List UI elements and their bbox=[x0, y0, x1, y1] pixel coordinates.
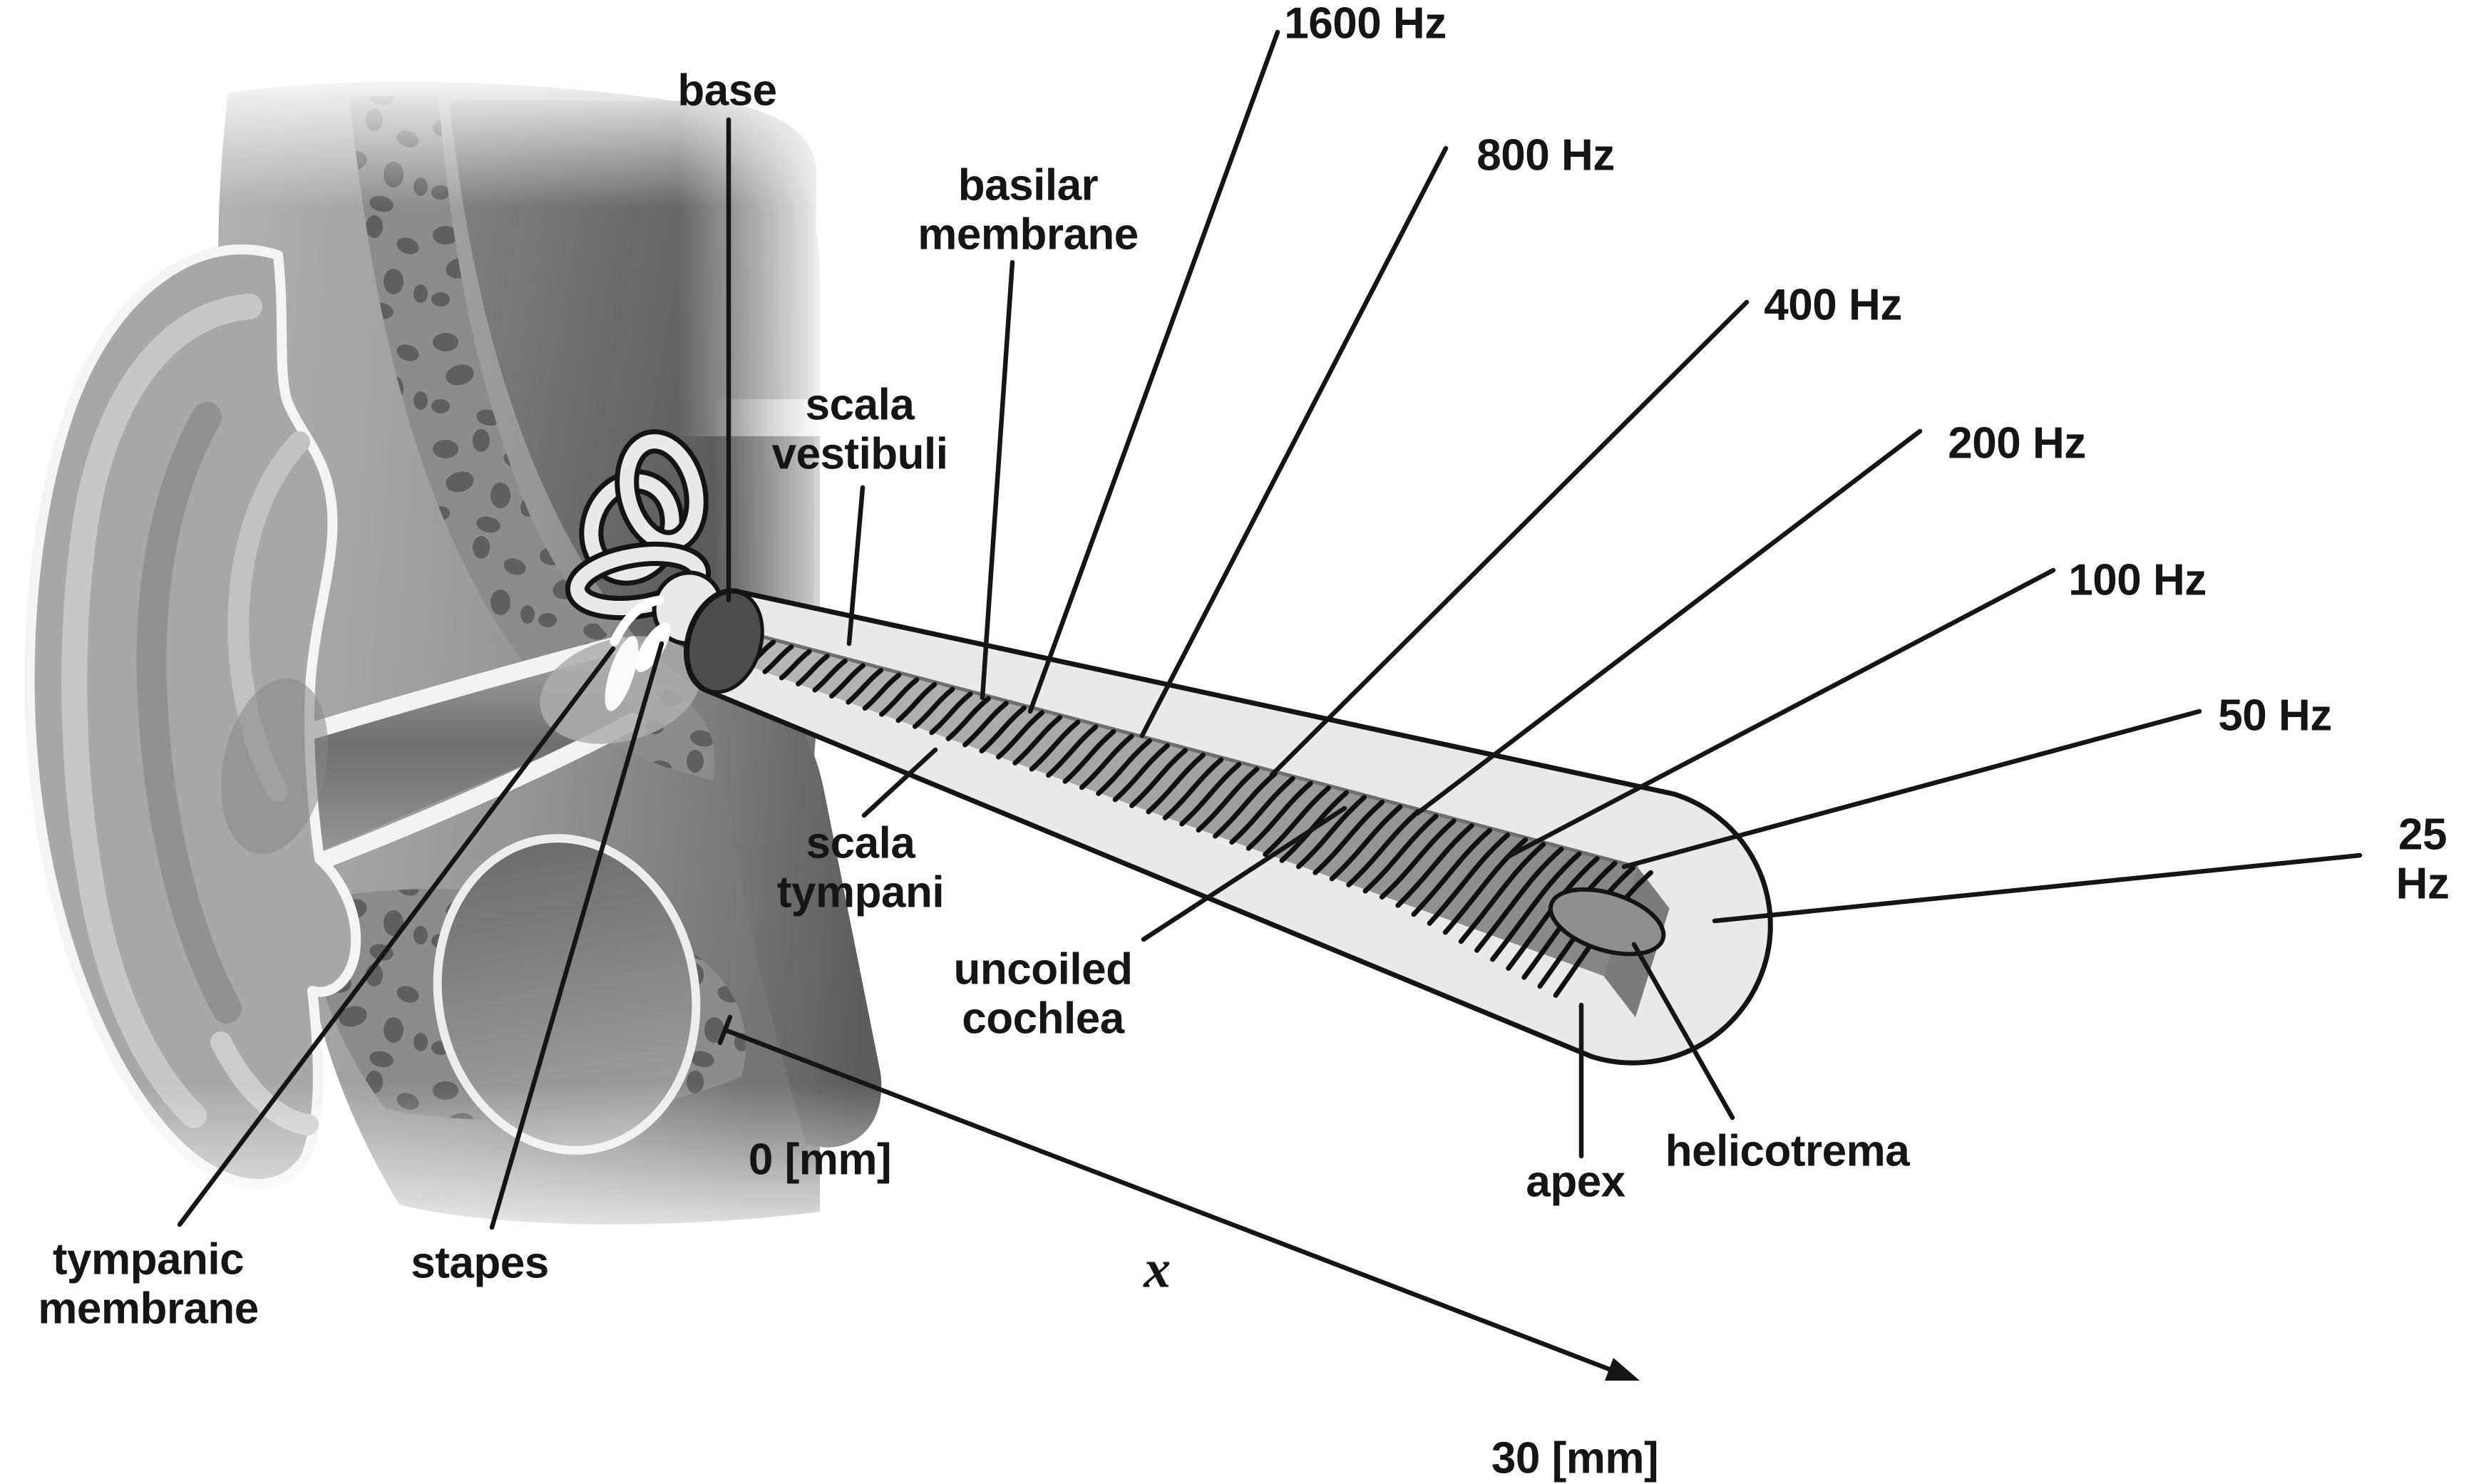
hatch-line bbox=[1096, 738, 1152, 796]
hatch-line bbox=[812, 658, 848, 693]
hatch-line bbox=[1427, 833, 1511, 926]
label-frequency-100hz: 100 Hz bbox=[2068, 555, 2207, 605]
hatch-line bbox=[1411, 828, 1492, 917]
concha-shadow bbox=[220, 678, 329, 855]
hatch-line bbox=[929, 691, 973, 736]
hatch-line bbox=[1296, 795, 1367, 870]
hatch-line bbox=[1346, 809, 1421, 887]
label-scala-tympani: scala tympani bbox=[776, 818, 945, 917]
hatch-line bbox=[796, 654, 830, 686]
fade-bottom bbox=[0, 1083, 1034, 1269]
leader-lines bbox=[177, 29, 2363, 1230]
axis-end-label: 30 [mm] bbox=[1491, 1433, 1659, 1483]
leader-tympanic-membrane bbox=[177, 646, 616, 1227]
hatch-line bbox=[1112, 743, 1170, 803]
uncoiled-cochlea-group bbox=[684, 588, 1773, 1066]
internal-canal-band bbox=[713, 656, 882, 1148]
fade-right-upper bbox=[677, 66, 877, 436]
hatch-line bbox=[1329, 804, 1403, 882]
hatch-line bbox=[979, 705, 1027, 753]
label-scala-vestibuli: scala vestibuli bbox=[771, 380, 948, 479]
hatch-line bbox=[762, 644, 794, 674]
leader-200hz bbox=[1414, 428, 1923, 816]
hatch-line bbox=[1490, 851, 1582, 962]
pinna-helix-ridge bbox=[61, 294, 262, 1128]
hatch-line bbox=[862, 672, 902, 711]
hatch-line bbox=[1229, 776, 1295, 845]
label-base: base bbox=[677, 66, 777, 115]
hatch-line bbox=[995, 710, 1045, 760]
label-apex: apex bbox=[1526, 1157, 1625, 1207]
hatch-line bbox=[1196, 766, 1260, 833]
hatch-line bbox=[1162, 757, 1224, 820]
hatch-line bbox=[1245, 780, 1313, 851]
leader-stapes bbox=[489, 641, 664, 1230]
membrane-hatch-lines bbox=[745, 639, 1653, 998]
ear-canal-interior bbox=[258, 643, 629, 868]
leader-100hz bbox=[1505, 567, 2056, 860]
label-frequency-200hz: 200 Hz bbox=[1948, 418, 2086, 468]
label-tympanic-membrane: tympanic membrane bbox=[38, 1235, 259, 1334]
leader-scala-tympani bbox=[861, 747, 938, 818]
label-stapes: stapes bbox=[411, 1238, 549, 1288]
axis-variable-label: x bbox=[1144, 1239, 1171, 1299]
hatch-line bbox=[1079, 733, 1134, 790]
leader-800hz bbox=[1139, 145, 1449, 738]
hatch-line bbox=[1474, 846, 1564, 953]
hatch-line bbox=[779, 649, 812, 681]
label-basilar-membrane: basilar membrane bbox=[918, 160, 1139, 259]
leader-50hz bbox=[1621, 708, 2202, 870]
malleus-shape bbox=[610, 595, 664, 646]
hatch-line bbox=[1362, 813, 1439, 894]
label-frequency-800hz: 800 Hz bbox=[1476, 130, 1615, 180]
x-axis bbox=[717, 1014, 1640, 1381]
hatch-line bbox=[1379, 818, 1457, 900]
temporal-bone-upper bbox=[349, 96, 715, 780]
hatch-line bbox=[1062, 728, 1116, 784]
axis-line bbox=[724, 1027, 1613, 1373]
base-ellipse bbox=[686, 589, 764, 694]
hatch-line bbox=[945, 696, 991, 741]
hatch-line bbox=[879, 677, 920, 717]
label-uncoiled-cochlea: uncoiled cochlea bbox=[953, 944, 1133, 1044]
hatch-line bbox=[1029, 719, 1081, 772]
leader-scala-vestibuli bbox=[846, 485, 866, 646]
leader-basilar-membrane bbox=[980, 259, 1015, 701]
stapes-shape bbox=[635, 622, 671, 672]
label-frequency-25hz: 25 Hz bbox=[2395, 810, 2450, 909]
tympanic-membrane-shape bbox=[605, 636, 639, 711]
hatch-line bbox=[1179, 761, 1242, 827]
hatch-line bbox=[1046, 724, 1099, 778]
leader-uncoiled-cochlea bbox=[1141, 805, 1347, 942]
hatch-line bbox=[1458, 842, 1546, 944]
leader-25hz bbox=[1712, 852, 2363, 924]
label-frequency-400hz: 400 Hz bbox=[1764, 280, 1902, 330]
hatch-line bbox=[962, 701, 1009, 748]
hatch-line bbox=[1012, 715, 1063, 766]
hatch-line bbox=[1395, 823, 1474, 908]
label-helicotrema: helicotrema bbox=[1665, 1126, 1910, 1176]
label-frequency-1600hz: 1600 Hz bbox=[1284, 0, 1447, 48]
leader-helicotrema bbox=[1631, 942, 1735, 1120]
pinna-antihelix-shade bbox=[136, 402, 242, 1024]
axis-origin-label: 0 [mm] bbox=[748, 1135, 892, 1185]
hatch-line bbox=[828, 663, 866, 699]
hatch-line bbox=[895, 681, 938, 723]
hatch-line bbox=[1442, 837, 1529, 935]
hatch-line bbox=[846, 667, 884, 705]
hatch-line bbox=[912, 686, 955, 729]
axis-arrowhead bbox=[1605, 1358, 1640, 1381]
helicotrema-ellipse bbox=[1548, 887, 1666, 957]
hatch-line bbox=[1313, 799, 1385, 875]
hatch-line bbox=[1146, 752, 1206, 815]
hatch-line bbox=[1263, 785, 1331, 857]
hatch-line bbox=[1213, 771, 1278, 839]
hatch-line bbox=[1129, 748, 1188, 808]
leader-1600hz bbox=[1027, 29, 1280, 714]
leader-400hz bbox=[1269, 299, 1750, 778]
label-frequency-50hz: 50 Hz bbox=[2218, 691, 2332, 741]
